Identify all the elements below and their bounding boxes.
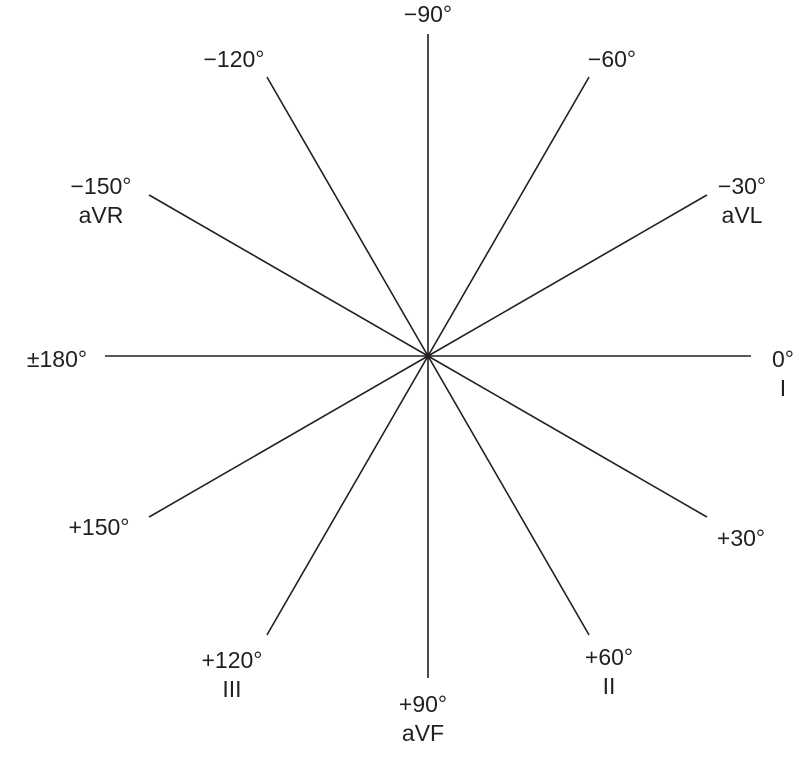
axis-degree-label: +60° xyxy=(585,644,633,670)
axis-degree-label: −30° xyxy=(718,173,766,199)
axis-lead-label: aVF xyxy=(402,720,444,746)
axis-lead-label: aVR xyxy=(79,202,124,228)
axis-line xyxy=(427,355,708,518)
axis-labels: −90° −60° −30° aVL 0° I +30° +60° II +90° aVF +120°… xyxy=(27,1,794,746)
axis-lines xyxy=(105,34,751,678)
axis-degree-label: +30° xyxy=(717,525,765,551)
axis-line xyxy=(148,194,429,357)
axis-lead-label: aVL xyxy=(722,202,763,228)
axis-lead-label: II xyxy=(603,673,616,699)
axis-degree-label: −150° xyxy=(70,173,131,199)
axis-degree-label: −90° xyxy=(404,1,452,27)
axis-line xyxy=(427,76,590,357)
axis-degree-label: +150° xyxy=(68,514,129,540)
axis-lead-label: I xyxy=(780,375,786,401)
axis-line xyxy=(266,76,429,357)
axis-line xyxy=(266,355,429,636)
axis-line xyxy=(148,355,429,518)
axis-degree-label: −120° xyxy=(203,46,264,72)
axis-degree-label: +90° xyxy=(399,691,447,717)
axis-degree-label: ±180° xyxy=(27,346,87,372)
center-point xyxy=(425,353,431,359)
axis-line xyxy=(427,194,708,357)
axis-degree-label: −60° xyxy=(588,46,636,72)
axis-degree-label: +120° xyxy=(201,647,262,673)
axis-degree-label: 0° xyxy=(772,346,794,372)
axis-lead-label: III xyxy=(222,676,241,702)
axis-line xyxy=(427,355,590,636)
